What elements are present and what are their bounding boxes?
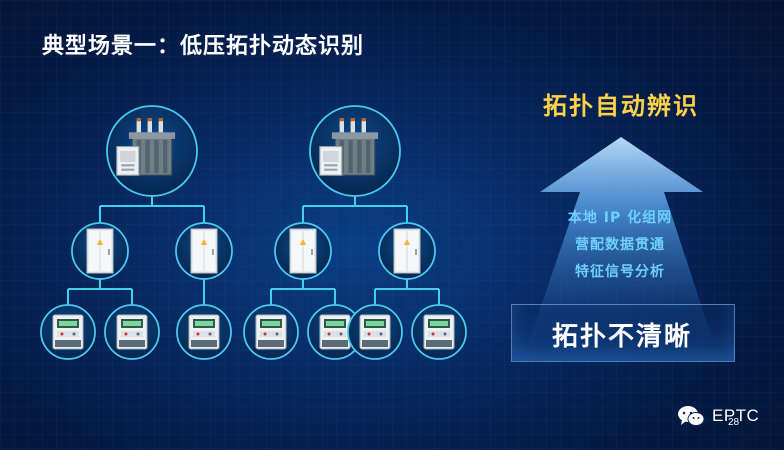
meter-node (176, 304, 232, 360)
problem-box (511, 304, 735, 362)
logo: EPTC (676, 404, 759, 428)
branch-box-node (274, 222, 332, 280)
result-label: 拓扑自动辨识 (543, 92, 699, 120)
branch-box-node (175, 222, 233, 280)
problem-label: 拓扑不清晰 (551, 322, 692, 352)
branch-box-node (378, 222, 436, 280)
page-number: 28 (728, 417, 740, 428)
topology-lines (67, 196, 440, 305)
transformer-node (309, 105, 401, 197)
meter-node (347, 304, 403, 360)
logo-text: EPTC (712, 406, 760, 425)
topology-nodes (40, 105, 467, 360)
method-item: 本地 IP 化组网 (567, 210, 673, 226)
method-item: 营配数据贯通 (575, 237, 665, 253)
method-item: 特征信号分析 (575, 264, 665, 280)
transformer-node (106, 105, 198, 197)
wechat-icon (678, 406, 705, 426)
slide-title: 典型场景一：低压拓扑动态识别 (42, 34, 365, 59)
upward-arrow (528, 137, 714, 344)
branch-box-node (71, 222, 129, 280)
meter-node (243, 304, 299, 360)
meter-node (411, 304, 467, 360)
method-list: 本地 IP 化组网 营配数据贯通 特征信号分析 (538, 205, 702, 286)
meter-node (40, 304, 96, 360)
meter-node (104, 304, 160, 360)
